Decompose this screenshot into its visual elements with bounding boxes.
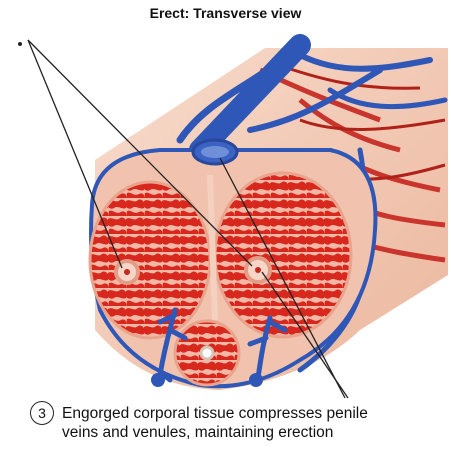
corpus-cavernosum-right [215, 173, 351, 337]
caption-line-2: veins and venules, maintaining erection [62, 423, 442, 442]
urethra [201, 347, 213, 359]
leader-origin-dot [18, 42, 22, 46]
caption-line-1: Engorged corporal tissue compresses peni… [62, 404, 442, 423]
step-number-badge: 3 [30, 401, 54, 425]
caption-text: Engorged corporal tissue compresses peni… [62, 404, 442, 442]
